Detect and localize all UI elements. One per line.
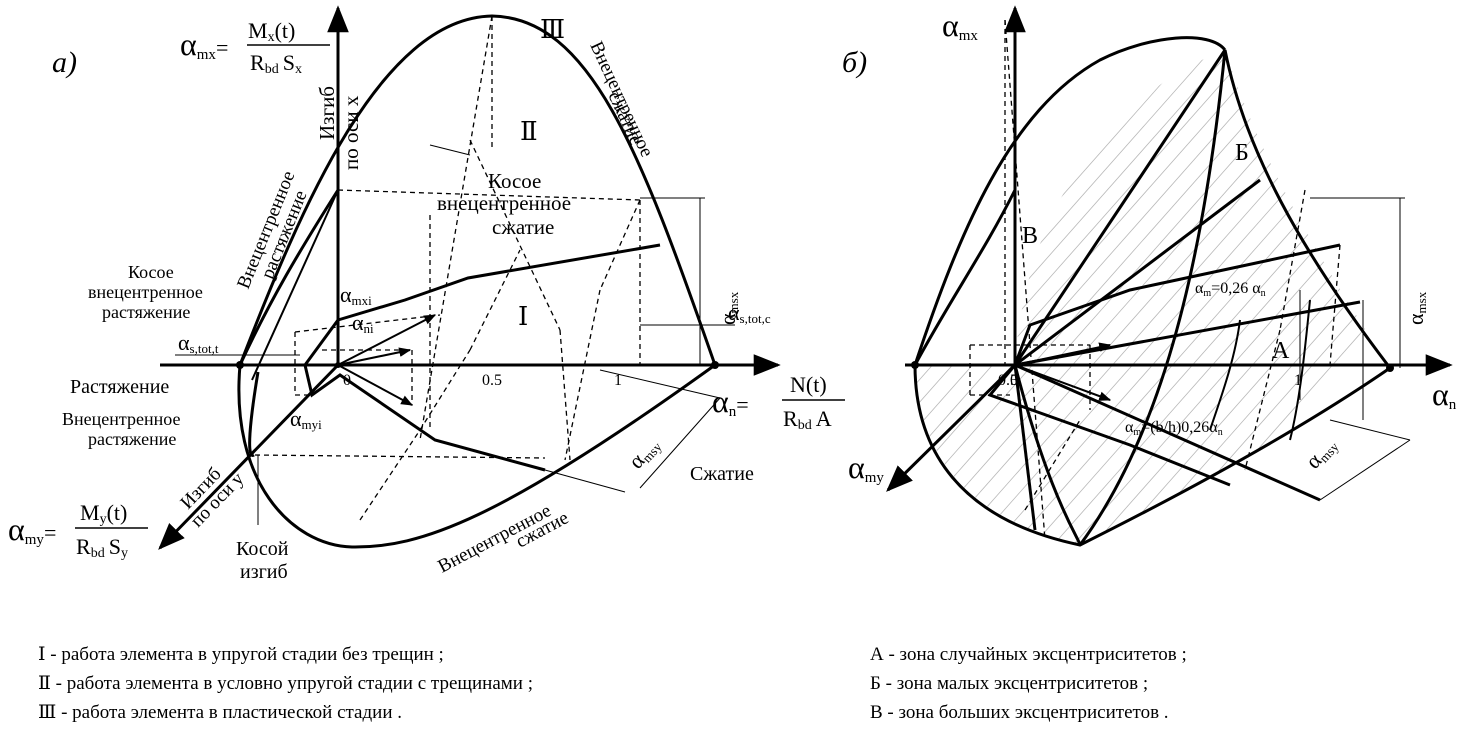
point-origin-a xyxy=(335,362,341,368)
panel-a: а) xyxy=(8,5,845,583)
b-axis-my-label: αmy xyxy=(848,449,884,486)
label-alpha-mxi: αmxi xyxy=(340,282,372,308)
dashed-construction-a xyxy=(254,15,641,521)
zone-ii: Ⅱ xyxy=(520,117,538,146)
inner-curve xyxy=(238,189,340,366)
b-alpha-msx: αmsx xyxy=(1403,291,1429,325)
diag-n3 xyxy=(337,364,414,406)
zone-iii: Ⅲ xyxy=(540,15,565,44)
dimension-lines-a xyxy=(175,144,735,525)
b-zone-b: Б xyxy=(1235,140,1249,166)
label-oblique-comp-2: внецентренное xyxy=(437,191,571,215)
legend-right-item-2: Б - зона малых эксцентриситетов ; xyxy=(870,673,1149,694)
boundary-i-ii-y xyxy=(303,364,546,472)
parabola-y xyxy=(237,363,716,549)
label-alpha-myi: αmyi xyxy=(290,406,322,432)
label-alpha-stot-t: αs,tot,t xyxy=(178,330,219,356)
diag-n2 xyxy=(337,314,437,366)
svg-text:αmy=: αmy= xyxy=(8,511,56,548)
diag-n xyxy=(337,347,412,366)
b-ray-6 xyxy=(987,364,1231,487)
zone-i: Ⅰ xyxy=(518,302,528,331)
label-alpha-ni: αni xyxy=(352,310,374,336)
line-ray-i xyxy=(303,319,340,366)
b-point-right xyxy=(1386,364,1394,372)
legend-right-item-3: В - зона больших эксцентриситетов . xyxy=(870,702,1169,723)
axis-b-my xyxy=(886,363,1017,492)
label-oblique-bend-1: Косой xyxy=(236,538,289,560)
point-compression xyxy=(711,361,719,369)
label-ecc-tension-y-1: Внецентренное xyxy=(62,409,180,429)
tick-half-a: 0.5 xyxy=(482,372,502,389)
svg-text:Mx(t): Mx(t) xyxy=(248,18,295,45)
label-bend-x: Изгиб xyxy=(315,86,339,140)
b-right-edge xyxy=(1223,49,1392,369)
legend-right-item-1: А - зона случайных эксцентриситетов ; xyxy=(870,644,1187,665)
b-formula-upper: αm=0,26 αn xyxy=(1195,280,1266,299)
b-ray-9 xyxy=(1013,364,1037,531)
tick-zero-b: 0 xyxy=(1010,372,1018,389)
b-ray-4 xyxy=(1014,300,1361,367)
b-arc-1 xyxy=(1209,319,1241,431)
panel-b: б) xyxy=(842,5,1457,547)
label-oblique-tension-1: Косое xyxy=(128,262,174,282)
b-arc-2 xyxy=(1289,299,1311,441)
label-oblique-tension-3: растяжение xyxy=(102,302,190,322)
label-oblique-comp-3: сжатие xyxy=(492,215,554,239)
dimension-lines-b xyxy=(1310,197,1411,501)
b-ray-3 xyxy=(1013,243,1341,366)
b-ray-5 xyxy=(1014,363,1321,502)
tick-zero-a: 0 xyxy=(343,372,351,389)
b-zone-a: А xyxy=(1272,338,1290,364)
label-tension: Растяжение xyxy=(70,376,169,398)
boundary-i-ii xyxy=(337,243,661,322)
b-formula-lower: αm=(b/h)0,26αn xyxy=(1125,419,1223,438)
b-axis-n-label: αn xyxy=(1432,376,1457,413)
dashed-construction-b xyxy=(969,19,1341,541)
svg-text:N(t): N(t) xyxy=(790,372,827,397)
b-outer-x xyxy=(913,36,1227,366)
tick-one-a: 1 xyxy=(614,372,622,389)
b-axis-mx-label: αmx xyxy=(942,7,978,44)
legend-left: Ⅰ - работа элемента в упругой стадии без… xyxy=(38,640,533,727)
label-oblique-bend-2: изгиб xyxy=(240,561,288,583)
b-alpha-msy: αmsy xyxy=(1300,432,1342,474)
legend-left-item-3: Ⅲ - работа элемента в пластической стади… xyxy=(38,702,402,723)
label-oblique-comp-1: Косое xyxy=(488,169,541,193)
label-alpha-msx: αmsx xyxy=(715,291,741,325)
tick-one-b: 1 xyxy=(1294,372,1302,389)
b-ray-8 xyxy=(1014,364,1112,401)
svg-text:My(t): My(t) xyxy=(80,500,127,527)
label-compression: Сжатие xyxy=(690,463,754,485)
svg-text:αmx=: αmx= xyxy=(180,26,228,63)
b-inner xyxy=(913,189,1017,366)
tick-half-b: 0.5 xyxy=(998,372,1018,389)
label-oblique-tension-2: внецентренное xyxy=(88,282,203,302)
inner-curve-y xyxy=(248,371,260,457)
svg-text:αn=: αn= xyxy=(712,383,749,420)
line-stot-t xyxy=(251,189,339,381)
label-bend-x-2: по оси х xyxy=(339,95,363,170)
b-ray-1 xyxy=(1013,49,1227,366)
point-tension xyxy=(236,361,244,369)
b-zone-v: В xyxy=(1022,223,1038,249)
b-curve-b xyxy=(1078,49,1227,546)
b-ray-2 xyxy=(1014,178,1261,367)
panel-a-label: а) xyxy=(52,46,77,79)
hatch-fill xyxy=(915,50,1390,545)
legend-left-item-1: Ⅰ - работа элемента в упругой стадии без… xyxy=(38,644,444,665)
label-ecc-tension-y-2: растяжение xyxy=(88,429,176,449)
b-point-left xyxy=(911,361,919,369)
panel-b-label: б) xyxy=(842,46,867,79)
legend-right: А - зона случайных эксцентриситетов ; Б … xyxy=(870,640,1187,727)
label-alpha-stot-c: αs,tot,c xyxy=(728,300,771,326)
legend-left-item-2: Ⅱ - работа элемента в условно упругой ст… xyxy=(38,673,533,694)
